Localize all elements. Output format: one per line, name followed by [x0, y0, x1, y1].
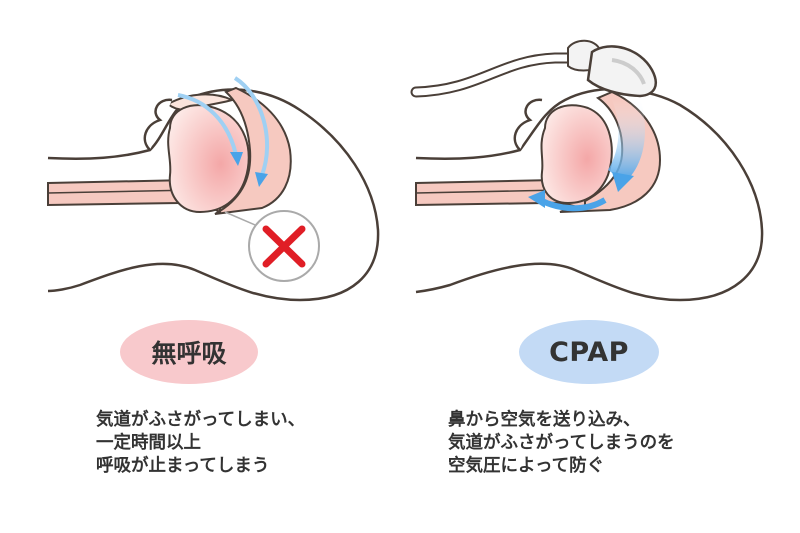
left-pharynx	[214, 86, 292, 215]
apnea-label: 無呼吸	[120, 320, 258, 384]
right-airflow-stream	[608, 98, 645, 182]
left-airflow-arrow-2	[233, 76, 270, 176]
cpap-description: 鼻から空気を送り込み、 気道がふさがってしまうのを 空気圧によって防ぐ	[448, 409, 675, 478]
right-airflow-arrow	[538, 197, 607, 212]
left-head	[47, 76, 380, 302]
cpap-description-line: 空気圧によって防ぐ	[448, 456, 605, 476]
cpap-description-line: 鼻から空気を送り込み、	[448, 410, 641, 430]
cross-icon	[248, 210, 320, 282]
cpap-mask-icon	[567, 39, 657, 98]
cpap-description-line: 気道がふさがってしまうのを	[448, 433, 675, 453]
apnea-description-line: 気道がふさがってしまい、	[96, 410, 306, 430]
apnea-description-line: 呼吸が止まってしまう	[96, 456, 270, 476]
right-tongue	[540, 104, 613, 205]
apnea-description-line: 一定時間以上	[96, 433, 201, 453]
cpap-label: CPAP	[519, 320, 659, 384]
apnea-description: 気道がふさがってしまい、 一定時間以上 呼吸が止まってしまう	[96, 409, 305, 478]
left-airflow-arrow-1	[177, 93, 238, 156]
right-head	[410, 52, 764, 302]
